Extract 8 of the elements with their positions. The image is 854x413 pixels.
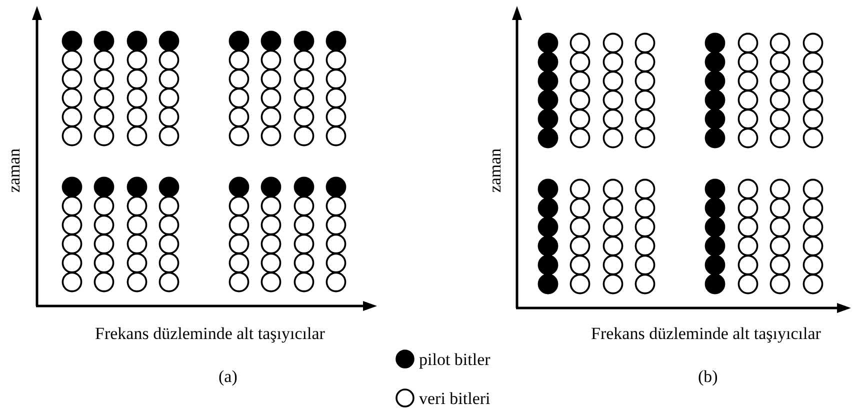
legend-text: pilot bitler xyxy=(419,350,490,368)
axis-label: Frekans düzleminde alt taşıyıcılar xyxy=(591,324,821,342)
axis-label: zaman xyxy=(6,148,23,192)
panel-label: (a) xyxy=(218,368,238,384)
panel-label: (b) xyxy=(698,368,718,384)
axis-label: zaman xyxy=(486,148,504,192)
axis-label: Frekans düzleminde alt taşıyıcılar xyxy=(95,324,325,342)
legend-text: veri bitleri xyxy=(419,390,490,406)
